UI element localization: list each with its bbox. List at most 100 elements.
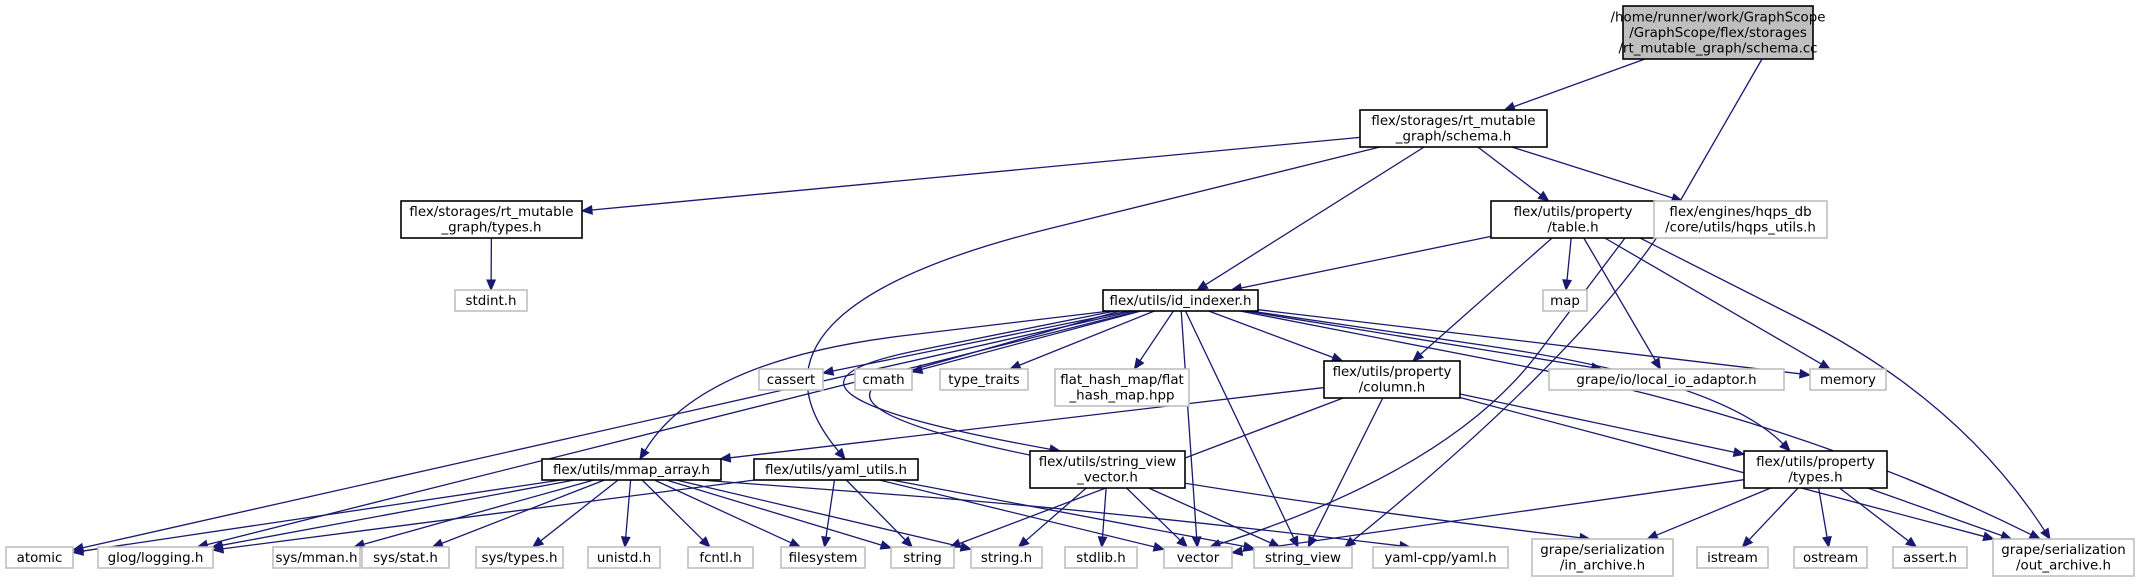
arrowhead-ptypes_h-to-istream bbox=[1741, 535, 1754, 548]
node-label-line: _hash_map.hpp bbox=[1068, 389, 1174, 404]
node-label-line: sys/types.h bbox=[481, 551, 557, 566]
node-label-line: vector bbox=[1177, 551, 1220, 566]
node-label-line: map bbox=[1550, 294, 1580, 309]
node-label-line: fcntl.h bbox=[699, 551, 741, 566]
node-in-archive: grape/serialization/in_archive.h bbox=[1531, 538, 1674, 577]
node-types-h[interactable]: flex/storages/rt_mutable_graph/types.h bbox=[400, 200, 583, 239]
node-cassert: cassert bbox=[758, 368, 824, 391]
node-box bbox=[1653, 200, 1828, 239]
edge-sv_vector-to-stdlib bbox=[1101, 487, 1107, 538]
node-filesystem: filesystem bbox=[780, 546, 866, 569]
edge-id_indexer-to-mmap_array bbox=[644, 310, 1111, 451]
node-box bbox=[272, 546, 361, 569]
node-box bbox=[1622, 5, 1814, 60]
edge-table_h-to-out_archive bbox=[1639, 237, 2046, 531]
node-label-line: flex/utils/property bbox=[1756, 455, 1875, 470]
node-type-traits: type_traits bbox=[939, 368, 1029, 391]
edge-column_h-to-out_archive bbox=[1459, 396, 1985, 538]
node-label-line: cassert bbox=[767, 373, 816, 388]
edge-mmap_array-to-atomic bbox=[82, 479, 561, 552]
edge-mmap_array-to-unistd bbox=[625, 479, 632, 538]
dependency-nodes: /home/runner/work/GraphScope/GraphScope/… bbox=[5, 5, 2135, 577]
node-box bbox=[5, 546, 74, 569]
node-label-line: flex/utils/string_view bbox=[1039, 455, 1177, 470]
edge-ptypes_h-to-out_archive bbox=[1867, 487, 2003, 537]
edge-table_h-to-vector bbox=[1219, 237, 1626, 545]
node-istream: istream bbox=[1696, 546, 1769, 569]
node-box bbox=[1163, 546, 1233, 569]
edge-id_indexer-to-string_view bbox=[1184, 310, 1295, 539]
arrowhead-mmap_array-to-atomic bbox=[71, 546, 85, 556]
node-box bbox=[454, 289, 528, 312]
node-atomic: atomic bbox=[5, 546, 74, 569]
node-label-line: memory bbox=[1820, 373, 1876, 388]
node-box bbox=[1743, 450, 1888, 489]
edge-id_indexer-to-column_h bbox=[1208, 310, 1334, 359]
node-sv-vector[interactable]: flex/utils/string_view_vector.h bbox=[1029, 450, 1186, 489]
node-table-h[interactable]: flex/utils/property/table.h bbox=[1490, 200, 1656, 239]
edge-id_indexer-to-flat_hash_map bbox=[1139, 310, 1174, 362]
edge-yaml_utils-to-filesystem bbox=[825, 479, 836, 538]
node-id-indexer[interactable]: flex/utils/id_indexer.h bbox=[1102, 289, 1259, 312]
edge-mmap_array-to-string_h bbox=[676, 479, 962, 548]
node-label-line: grape/serialization bbox=[1540, 543, 1664, 558]
node-label-line: flex/utils/yaml_utils.h bbox=[765, 463, 907, 478]
node-label-line: /column.h bbox=[1359, 381, 1426, 396]
node-assert: assert.h bbox=[1892, 546, 1968, 569]
node-ptypes-h[interactable]: flex/utils/property/types.h bbox=[1743, 450, 1888, 489]
node-box bbox=[587, 546, 661, 569]
node-label-line: filesystem bbox=[789, 551, 858, 566]
node-label-line: /table.h bbox=[1547, 221, 1598, 236]
arrowhead-table_h-to-memory bbox=[1818, 359, 1832, 370]
node-label-line: atomic bbox=[17, 551, 63, 566]
node-yaml-utils[interactable]: flex/utils/yaml_utils.h bbox=[753, 458, 919, 481]
node-box bbox=[854, 368, 913, 391]
arrowhead-table_h-to-column_h bbox=[1411, 350, 1425, 362]
node-box bbox=[400, 200, 583, 239]
edge-yaml_utils-to-glog bbox=[222, 479, 755, 550]
arrowhead-mmap_array-to-string_h bbox=[959, 541, 973, 552]
node-box bbox=[1102, 289, 1259, 312]
node-label-line: _graph/schema.h bbox=[1395, 130, 1511, 145]
node-label-line: flex/storages/rt_mutable bbox=[409, 205, 573, 220]
node-map: map bbox=[1542, 289, 1588, 312]
node-label-line: grape/io/local_io_adaptor.h bbox=[1576, 373, 1756, 388]
arrowhead-mmap_array-to-fcntl bbox=[698, 536, 711, 548]
arrowhead-ptypes_h-to-assert bbox=[1904, 536, 1918, 548]
arrowhead-yaml_utils-to-vector bbox=[1152, 541, 1166, 552]
node-box bbox=[1531, 538, 1674, 577]
node-stdint: stdint.h bbox=[454, 289, 528, 312]
node-memory: memory bbox=[1809, 368, 1887, 391]
node-ostream: ostream bbox=[1793, 546, 1868, 569]
edge-mmap_array-to-sys_mman bbox=[363, 479, 595, 545]
edge-ptypes_h-to-assert bbox=[1839, 487, 1909, 542]
node-out-archive: grape/serialization/out_archive.h bbox=[1992, 538, 2135, 577]
node-root[interactable]: /home/runner/work/GraphScope/GraphScope/… bbox=[1611, 5, 1826, 60]
edge-mmap_array-to-fcntl bbox=[641, 479, 704, 541]
node-label-line: /out_archive.h bbox=[2016, 559, 2111, 574]
arrowhead-id_indexer-to-ptypes_h bbox=[1779, 440, 1791, 452]
node-stdlib: stdlib.h bbox=[1064, 546, 1138, 569]
edge-ptypes_h-to-istream bbox=[1748, 487, 1799, 541]
node-label-line: cmath bbox=[862, 373, 904, 388]
arrowhead-sv_vector-to-string_h bbox=[1017, 536, 1030, 548]
node-box bbox=[1992, 538, 2135, 577]
edge-id_indexer-to-atomic bbox=[82, 310, 1135, 549]
node-box bbox=[1372, 546, 1509, 569]
arrowhead-id_indexer-to-type_traits bbox=[1008, 360, 1022, 370]
node-column-h[interactable]: flex/utils/property/column.h bbox=[1323, 360, 1461, 399]
edge-table_h-to-column_h bbox=[1419, 237, 1553, 355]
node-string: string bbox=[890, 546, 955, 569]
edge-mmap_array-to-glog bbox=[222, 479, 575, 546]
edge-mmap_array-to-sys_types bbox=[540, 479, 619, 542]
node-label-line: flex/utils/property bbox=[1514, 205, 1633, 220]
node-mmap-array[interactable]: flex/utils/mmap_array.h bbox=[541, 458, 722, 481]
arrowhead-mmap_array-to-sys_stat bbox=[431, 538, 445, 548]
edge-ptypes_h-to-in_archive bbox=[1656, 487, 1771, 536]
node-box bbox=[97, 546, 214, 569]
node-label-line: sys/stat.h bbox=[373, 551, 438, 566]
edge-schema_h-to-table_h bbox=[1477, 146, 1542, 196]
node-schema-h[interactable]: flex/storages/rt_mutable_graph/schema.h bbox=[1359, 109, 1548, 148]
node-label-line: glog/logging.h bbox=[108, 551, 204, 566]
